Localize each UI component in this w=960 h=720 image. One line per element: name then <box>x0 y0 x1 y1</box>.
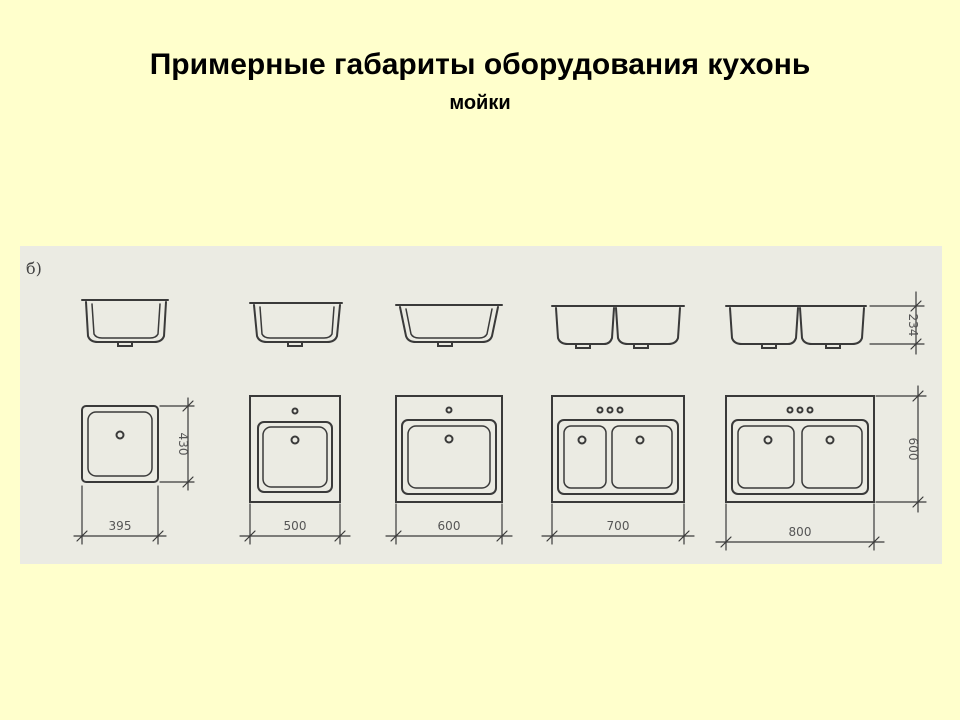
sinks-svg: б) <box>26 259 927 551</box>
figure-label: б) <box>26 259 42 278</box>
sink-3-plan-view <box>395 395 503 503</box>
sink-1-side-view <box>81 299 169 347</box>
sink-5-width-dimension <box>715 503 885 551</box>
sink-height-label: 234 <box>906 314 920 337</box>
cabinet-depth-label: 600 <box>906 438 920 461</box>
sink-3-width-label: 600 <box>438 519 461 533</box>
sink-4-side-view <box>551 305 685 349</box>
sink-4-plan-view <box>551 395 685 503</box>
sink-2-width-dimension <box>239 503 351 545</box>
page-subtitle: мойки <box>449 92 511 114</box>
sink-2-width-label: 500 <box>284 519 307 533</box>
sink-3-width-dimension <box>385 503 513 545</box>
sink-2-plan-view <box>249 395 341 503</box>
sink-5-width-label: 800 <box>789 525 812 539</box>
cabinet-depth-dimension <box>875 385 927 513</box>
page-title: Примерные габариты оборудования кухонь <box>149 48 811 81</box>
sink-5-plan-view <box>725 395 875 503</box>
sink-5-side-view <box>725 305 867 349</box>
sink-1-depth-label: 430 <box>176 433 190 456</box>
sink-3-side-view <box>395 304 503 347</box>
sink-1-width-dimension <box>73 485 167 545</box>
sink-height-dimension <box>869 291 925 355</box>
sink-1-width-label: 395 <box>109 519 132 533</box>
sink-4-width-label: 700 <box>607 519 630 533</box>
sink-1-plan-view <box>81 405 159 483</box>
sinks-drawing: б) <box>20 246 942 564</box>
sink-4-width-dimension <box>541 503 695 545</box>
sink-1-depth-dimension <box>159 397 195 491</box>
sink-2-side-view <box>249 302 343 347</box>
